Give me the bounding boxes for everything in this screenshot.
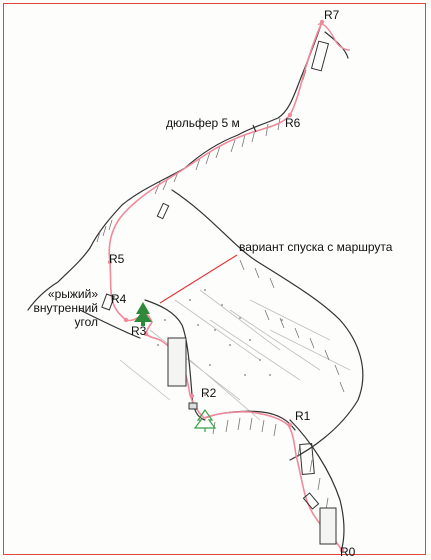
tree-icon <box>134 302 152 326</box>
route-top-loop <box>317 23 351 51</box>
rappel-marker <box>252 124 257 133</box>
corner-label-line3: угол <box>74 315 98 329</box>
blocks <box>101 40 337 545</box>
belay-label-r1: R1 <box>295 409 311 423</box>
belay-label-r5: R5 <box>109 252 125 266</box>
rappel-label: дюльфер 5 м <box>166 116 240 130</box>
belay-label-r2: R2 <box>201 386 217 400</box>
descent-pointer-line <box>159 254 238 304</box>
slab-texture <box>119 289 351 421</box>
belay-label-r7: R7 <box>324 8 340 22</box>
belay-label-r3: R3 <box>131 324 147 338</box>
corner-label-line2: внутренний <box>33 301 98 315</box>
hatches <box>96 54 345 529</box>
belay-label-r6: R6 <box>285 116 301 130</box>
descent-option-label: вариант спуска с маршрута <box>239 240 393 254</box>
belay-points <box>107 19 345 553</box>
route-line <box>108 21 343 551</box>
corner-label-line1: «рыжий» <box>47 287 98 301</box>
belay-label-r0: R0 <box>340 545 356 559</box>
terrain-lines <box>27 21 364 549</box>
tree-outline-icon <box>193 408 217 432</box>
belay-label-r4: R4 <box>111 292 127 306</box>
